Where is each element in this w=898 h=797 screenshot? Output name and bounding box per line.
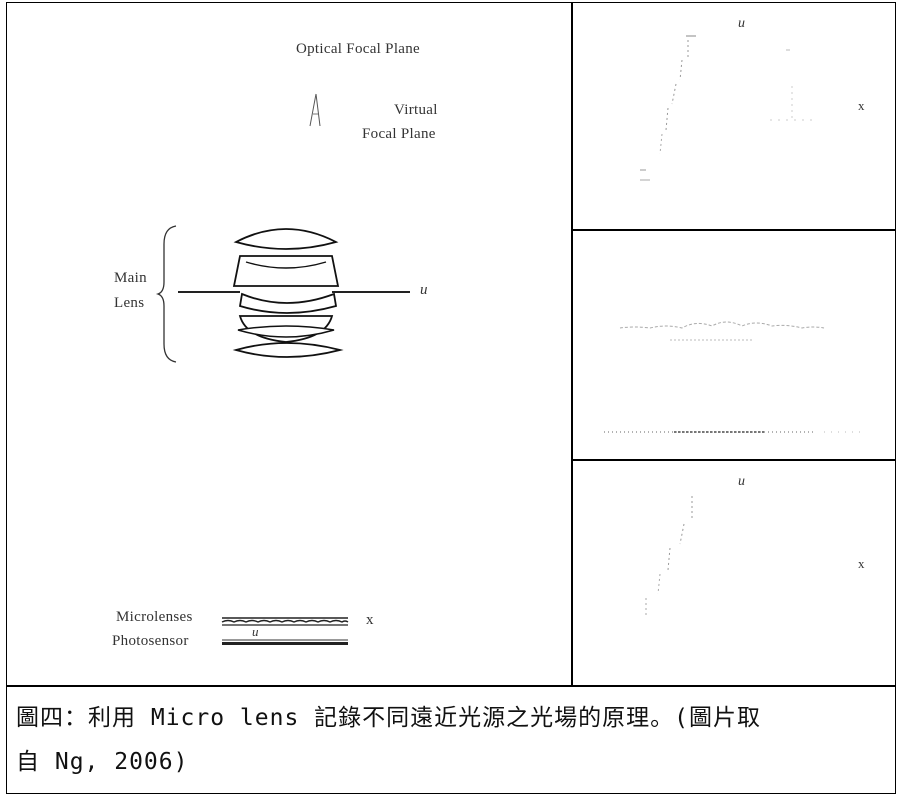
top-u-label: u xyxy=(738,16,746,31)
panel-divider-vertical xyxy=(571,2,573,686)
caption-line-2: 自 Ng, 2006) xyxy=(16,749,189,775)
main-lens-label-1: Main xyxy=(114,270,147,286)
virtual-focal-plane-label-1: Virtual xyxy=(394,102,438,118)
main-lens-label-2: Lens xyxy=(114,295,145,311)
bottom-ray-space-plot xyxy=(645,496,693,618)
x-label-microlenses: x xyxy=(366,612,374,628)
virtual-focal-plane-marker xyxy=(309,93,321,127)
main-lens-brace-icon xyxy=(155,225,177,363)
right-panel-divider-2 xyxy=(571,459,896,461)
top-x-label: x xyxy=(858,98,865,113)
main-lens-elements-icon xyxy=(178,228,410,358)
axis-u-label: u xyxy=(420,282,428,298)
right-panel-divider-1 xyxy=(571,229,896,231)
figure-caption: 圖四：利用 Micro lens 記錄不同遠近光源之光場的原理。(圖片取 自 N… xyxy=(16,696,886,784)
virtual-focal-plane-label-2: Focal Plane xyxy=(362,126,436,142)
photosensor-label: Photosensor xyxy=(112,633,189,649)
top-ray-space-plot xyxy=(640,35,816,181)
caption-line-1: 圖四：利用 Micro lens 記錄不同遠近光源之光場的原理。(圖片取 xyxy=(16,705,762,731)
optical-focal-plane-label: Optical Focal Plane xyxy=(296,41,421,57)
photosensor-icon xyxy=(222,639,348,645)
bottom-x-label: x xyxy=(858,556,865,571)
microlenses-label: Microlenses xyxy=(116,609,193,625)
bottom-u-label: u xyxy=(738,474,746,489)
microlens-array-icon xyxy=(221,617,349,626)
middle-microlens-projection xyxy=(604,321,864,433)
caption-divider xyxy=(6,685,896,687)
photosensor-u-label: u xyxy=(252,624,259,639)
figure-frame xyxy=(6,2,896,794)
